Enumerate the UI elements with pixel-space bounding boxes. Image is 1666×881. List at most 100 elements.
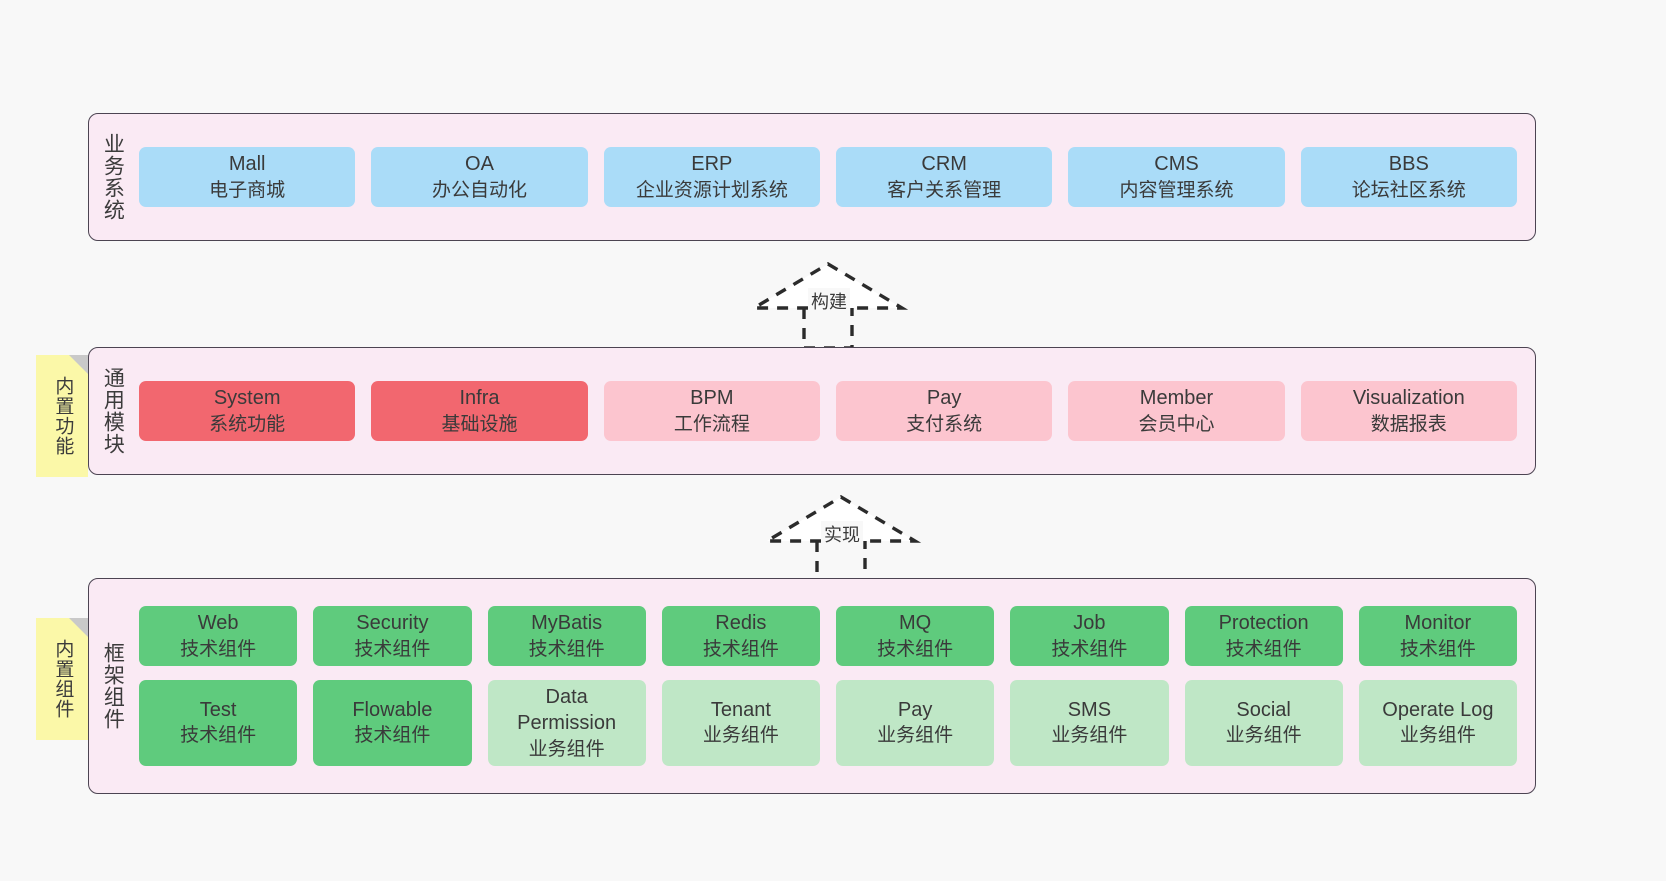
card-sms[interactable]: SMS 业务组件	[1010, 679, 1169, 766]
card-subtitle: 基础设施	[441, 413, 518, 435]
card-subtitle: 论坛社区系统	[1351, 179, 1466, 201]
card-subtitle: 业务组件	[1399, 725, 1476, 747]
card-row: Mall 电子商城 OA 办公自动化 ERP 企业资源计划系统 CRM 客户关系…	[139, 147, 1517, 207]
card-title: OA	[465, 153, 494, 176]
layer-body-framework-components: Web 技术组件 Security 技术组件 MyBatis 技术组件 Redi…	[135, 579, 1535, 793]
card-title: Visualization	[1352, 387, 1465, 410]
card-title: ERP	[691, 153, 733, 176]
card-subtitle: 业务组件	[528, 738, 605, 760]
card-web[interactable]: Web 技术组件	[139, 606, 298, 666]
card-pay-component[interactable]: Pay 业务组件	[836, 679, 995, 766]
card-title: Mall	[228, 153, 266, 176]
card-subtitle: 业务组件	[877, 725, 954, 747]
card-subtitle: 技术组件	[528, 638, 605, 660]
card-title: SMS	[1067, 698, 1112, 721]
connector-build: 构建	[747, 262, 909, 350]
card-subtitle: 办公自动化	[431, 179, 527, 201]
card-row: Web 技术组件 Security 技术组件 MyBatis 技术组件 Redi…	[139, 606, 1517, 666]
card-subtitle: 技术组件	[1399, 638, 1476, 660]
card-protection[interactable]: Protection 技术组件	[1184, 606, 1343, 666]
layer-framework-components: 框架组件 Web 技术组件 Security 技术组件 MyBatis 技术组件…	[88, 578, 1536, 794]
layer-business-systems: 业务系统 Mall 电子商城 OA 办公自动化 ERP 企业资源计划系统 CRM…	[88, 113, 1536, 241]
card-data-permission[interactable]: Data Permission 业务组件	[487, 679, 646, 766]
card-title: CMS	[1154, 153, 1199, 176]
card-subtitle: 客户关系管理	[887, 179, 1002, 201]
card-title: Infra	[459, 387, 500, 410]
connector-label-implement: 实现	[821, 521, 863, 547]
note-fold-corner-icon	[69, 355, 88, 374]
card-title: Job	[1073, 612, 1106, 635]
card-title: Protection	[1218, 612, 1309, 635]
connector-implement: 实现	[760, 495, 922, 583]
card-job[interactable]: Job 技术组件	[1010, 606, 1169, 666]
card-subtitle: 技术组件	[354, 638, 431, 660]
card-test[interactable]: Test 技术组件	[139, 679, 298, 766]
connector-label-build: 构建	[808, 288, 850, 314]
card-mybatis[interactable]: MyBatis 技术组件	[487, 606, 646, 666]
layer-body-common-modules: System 系统功能 Infra 基础设施 BPM 工作流程 Pay 支付系统…	[135, 348, 1535, 474]
card-subtitle: 内容管理系统	[1119, 179, 1234, 201]
card-bbs[interactable]: BBS 论坛社区系统	[1300, 147, 1517, 207]
card-title: Member	[1139, 387, 1214, 410]
card-oa[interactable]: OA 办公自动化	[371, 147, 588, 207]
card-subtitle: 技术组件	[877, 638, 954, 660]
card-subtitle: 数据报表	[1370, 413, 1447, 435]
card-title: Pay	[897, 698, 933, 721]
note-builtin-functions: 内置功能	[36, 355, 88, 477]
card-title: Monitor	[1404, 612, 1472, 635]
card-title: BPM	[690, 387, 734, 410]
card-title: MQ	[899, 612, 932, 635]
card-title: System	[213, 387, 281, 410]
card-crm[interactable]: CRM 客户关系管理	[835, 147, 1053, 207]
card-title: CRM	[921, 153, 967, 176]
note-fold-corner-icon	[69, 618, 88, 637]
card-visualization[interactable]: Visualization 数据报表	[1300, 381, 1517, 441]
card-subtitle: 业务组件	[1225, 725, 1302, 747]
card-title: Data Permission	[517, 685, 617, 735]
card-mall[interactable]: Mall 电子商城	[139, 147, 356, 207]
card-title: Pay	[926, 387, 962, 410]
card-title: Security	[356, 612, 429, 635]
card-bpm[interactable]: BPM 工作流程	[603, 381, 820, 441]
card-system[interactable]: System 系统功能	[139, 381, 356, 441]
card-subtitle: 电子商城	[209, 179, 286, 201]
card-subtitle: 业务组件	[702, 725, 779, 747]
layer-title-business-systems: 业务系统	[101, 133, 125, 221]
layer-body-business-systems: Mall 电子商城 OA 办公自动化 ERP 企业资源计划系统 CRM 客户关系…	[135, 114, 1535, 240]
card-subtitle: 系统功能	[209, 413, 286, 435]
card-row: System 系统功能 Infra 基础设施 BPM 工作流程 Pay 支付系统…	[139, 381, 1517, 441]
card-row: Test 技术组件 Flowable 技术组件 Data Permission …	[139, 679, 1517, 766]
card-subtitle: 会员中心	[1138, 413, 1215, 435]
layer-title-framework-components: 框架组件	[101, 642, 125, 730]
card-title: Tenant	[710, 698, 771, 721]
card-member[interactable]: Member 会员中心	[1068, 381, 1285, 441]
card-tenant[interactable]: Tenant 业务组件	[661, 679, 820, 766]
card-subtitle: 技术组件	[354, 725, 431, 747]
card-redis[interactable]: Redis 技术组件	[661, 606, 820, 666]
card-title: Flowable	[352, 698, 433, 721]
card-subtitle: 技术组件	[180, 725, 257, 747]
card-subtitle: 技术组件	[702, 638, 779, 660]
card-cms[interactable]: CMS 内容管理系统	[1068, 147, 1285, 207]
card-social[interactable]: Social 业务组件	[1184, 679, 1343, 766]
card-infra[interactable]: Infra 基础设施	[371, 381, 588, 441]
card-title: Social	[1236, 698, 1291, 721]
card-subtitle: 业务组件	[1051, 725, 1128, 747]
card-flowable[interactable]: Flowable 技术组件	[313, 679, 472, 766]
card-operate-log[interactable]: Operate Log 业务组件	[1358, 679, 1517, 766]
note-label: 内置组件	[52, 639, 74, 719]
card-subtitle: 技术组件	[1225, 638, 1302, 660]
card-title: Web	[197, 612, 239, 635]
card-pay-module[interactable]: Pay 支付系统	[835, 381, 1053, 441]
card-security[interactable]: Security 技术组件	[313, 606, 472, 666]
card-mq[interactable]: MQ 技术组件	[836, 606, 995, 666]
card-subtitle: 企业资源计划系统	[635, 179, 788, 201]
card-erp[interactable]: ERP 企业资源计划系统	[603, 147, 820, 207]
card-subtitle: 技术组件	[1051, 638, 1128, 660]
card-title: Operate Log	[1382, 698, 1494, 721]
card-title: BBS	[1388, 153, 1429, 176]
card-subtitle: 工作流程	[673, 413, 750, 435]
card-monitor[interactable]: Monitor 技术组件	[1358, 606, 1517, 666]
card-title: Test	[199, 698, 237, 721]
